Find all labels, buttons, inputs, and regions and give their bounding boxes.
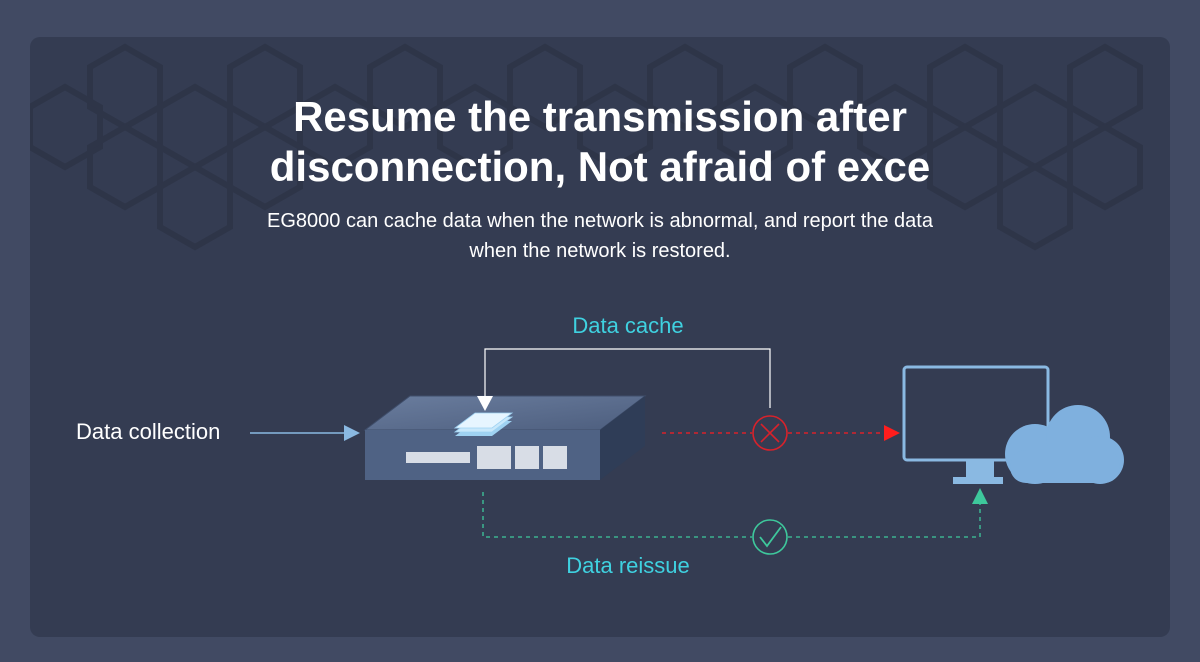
error-x-icon: [752, 415, 788, 451]
data-reissue-label: Data reissue: [566, 553, 690, 578]
data-collection-arrow: [250, 425, 360, 441]
failed-transmission-line: [662, 425, 900, 441]
subtitle-line-1: EG8000 can cache data when the network i…: [267, 210, 933, 232]
data-stack-icon: [453, 412, 514, 436]
title-line-2: disconnection, Not afraid of exce: [269, 143, 931, 190]
gateway-device-icon: [363, 395, 647, 480]
page-title: Resume the transmission after disconnect…: [0, 92, 1200, 192]
subtitle-line-2: when the network is restored.: [469, 240, 731, 262]
data-collection-label: Data collection: [76, 419, 220, 444]
hexagon-pattern-background: [30, 43, 1143, 251]
page-subtitle: EG8000 can cache data when the network i…: [0, 206, 1200, 266]
data-cache-label: Data cache: [572, 313, 683, 338]
check-icon: [752, 519, 788, 555]
data-reissue-line: [482, 488, 988, 538]
monitor-icon: [902, 365, 1050, 484]
cloud-icon: [1005, 405, 1124, 484]
title-line-1: Resume the transmission after: [293, 93, 907, 140]
data-cache-loop-line: [477, 348, 771, 411]
